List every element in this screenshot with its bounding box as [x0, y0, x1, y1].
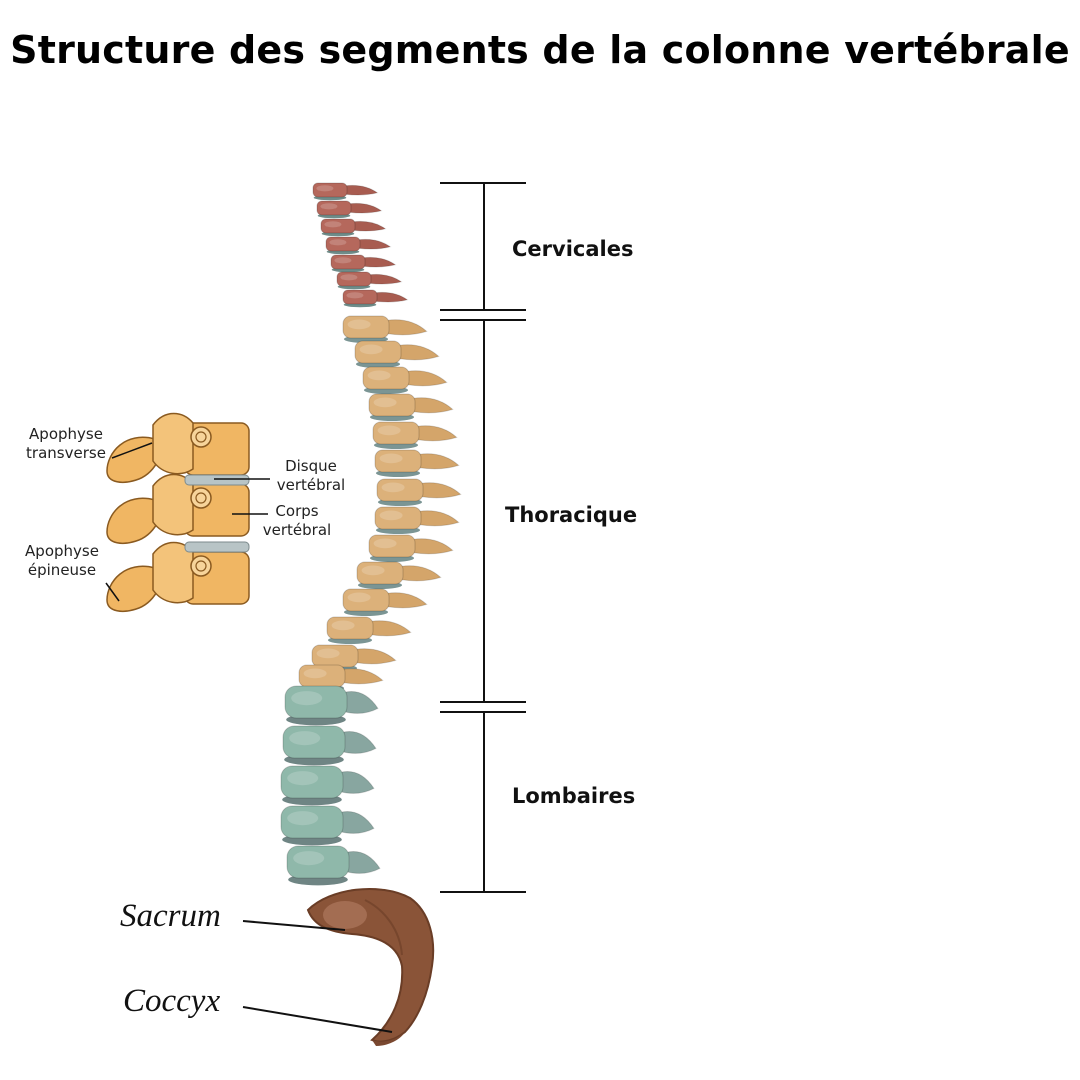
inset-vertebra — [106, 473, 250, 545]
sacrum-shape — [306, 887, 435, 1043]
page-title: Structure des segments de la colonne ver… — [10, 28, 1070, 72]
vertebra-lumbar — [284, 685, 379, 726]
vertebra-thoracic — [354, 340, 440, 369]
vertebra-lumbar — [286, 845, 381, 886]
inset-vertebrae-illustration — [106, 412, 250, 613]
vertebra-thoracic — [372, 421, 458, 450]
vertebra-thoracic — [342, 315, 428, 344]
inset-disc — [184, 541, 250, 553]
vertebra-cervical — [316, 200, 383, 219]
vertebra-thoracic — [342, 588, 428, 617]
vertebra-thoracic — [374, 449, 460, 478]
vertebra-cervical — [312, 182, 379, 201]
vertebra-lumbar — [280, 765, 375, 806]
vertebra-thoracic — [362, 366, 448, 395]
inset-leader-lines — [105, 442, 270, 602]
label-coccyx: Coccyx — [123, 983, 221, 1019]
vertebra-lumbar — [282, 725, 377, 766]
vertebra-cervical — [330, 254, 397, 273]
vertebra-thoracic — [374, 506, 460, 535]
vertebra-thoracic — [356, 561, 442, 590]
vertebra-thoracic — [368, 534, 454, 563]
label-cervicales: Cervicales — [512, 237, 634, 261]
sacrum-coccyx-leader-lines — [242, 920, 393, 1033]
coccyx-shape — [372, 1032, 405, 1046]
vertebra-cervical — [325, 236, 392, 255]
label-thoracique: Thoracique — [505, 503, 638, 527]
inset-vertebra — [106, 412, 250, 484]
vertebra-cervical — [320, 218, 387, 237]
vertebra-thoracic — [368, 393, 454, 422]
inset-vertebra — [106, 541, 250, 613]
vertebra-thoracic — [326, 616, 412, 645]
vertebra-cervical — [342, 289, 409, 308]
spine-illustration — [280, 182, 462, 886]
label-sacrum: Sacrum — [120, 898, 221, 934]
segment-bracket — [440, 182, 526, 893]
vertebra-lumbar — [280, 805, 375, 846]
vertebra-thoracic — [376, 478, 462, 507]
vertebra-thoracic — [311, 644, 397, 673]
inset-disc — [184, 474, 250, 486]
vertebra-cervical — [336, 271, 403, 290]
label-lombaires: Lombaires — [512, 784, 636, 808]
